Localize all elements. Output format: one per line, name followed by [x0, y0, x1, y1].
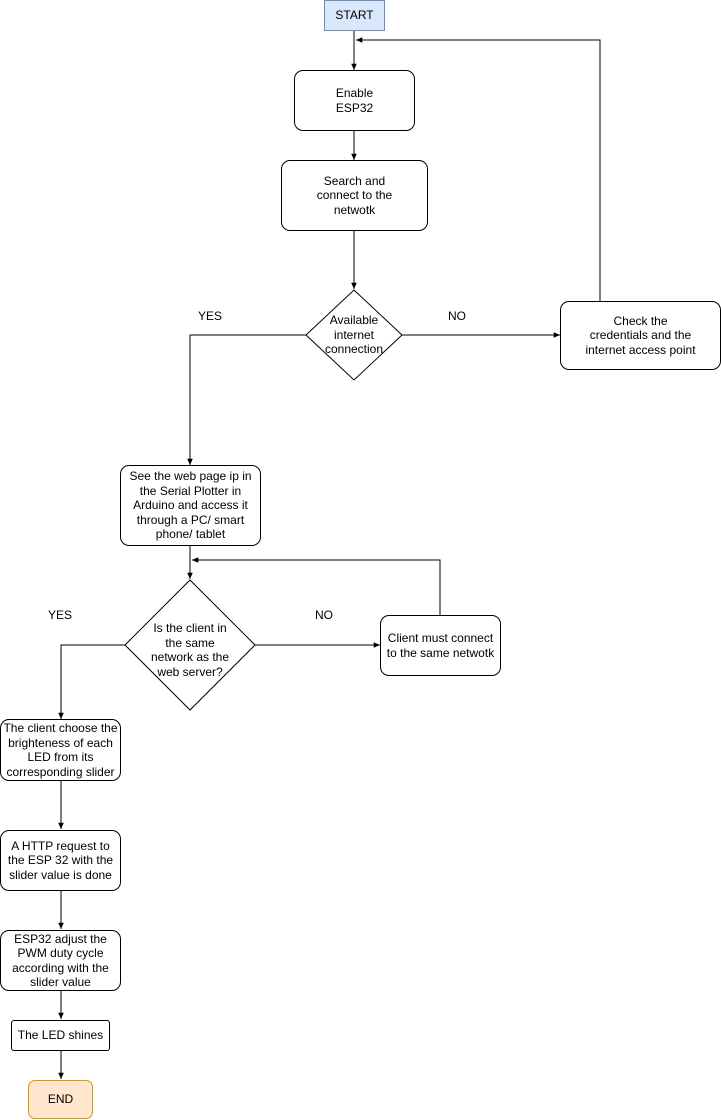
step-adjust-pwm: ESP32 adjust the PWM duty cycle accordin…	[0, 930, 121, 991]
edge-label-internet-yes: YES	[198, 309, 223, 323]
edge-client-loop-back	[192, 557, 441, 615]
decision-internet-shape	[305, 289, 403, 381]
step-client-connect: Client must connect to the same netwotk	[380, 615, 501, 676]
edge-internet-yes	[187, 334, 306, 465]
decision-network-shape	[124, 579, 256, 711]
step-check-credentials: Check the credentials and the internet a…	[560, 301, 721, 370]
step-see-webpage: See the web page ip in the Serial Plotte…	[120, 465, 261, 546]
step-led-shines: The LED shines	[11, 1020, 110, 1051]
decision-network-text: Is the client in the same network as the…	[150, 621, 230, 679]
step-choose-brightness: The client choose the brighteness of eac…	[0, 719, 121, 781]
step-http-request: A HTTP request to the ESP 32 with the sl…	[0, 830, 121, 891]
step-enable-esp32: Enable ESP32	[294, 70, 415, 131]
edge-check-loop-back	[356, 37, 601, 302]
start-terminal: START	[324, 0, 385, 31]
edge-network-yes	[58, 644, 125, 719]
edge-label-network-no: NO	[315, 608, 333, 622]
end-terminal: END	[28, 1080, 93, 1119]
edge-label-internet-no: NO	[448, 309, 466, 323]
decision-internet-text: Available internet connection	[324, 313, 384, 357]
step-search-network: Search and connect to the netwotk	[281, 160, 428, 231]
edge-label-network-yes: YES	[48, 608, 73, 622]
